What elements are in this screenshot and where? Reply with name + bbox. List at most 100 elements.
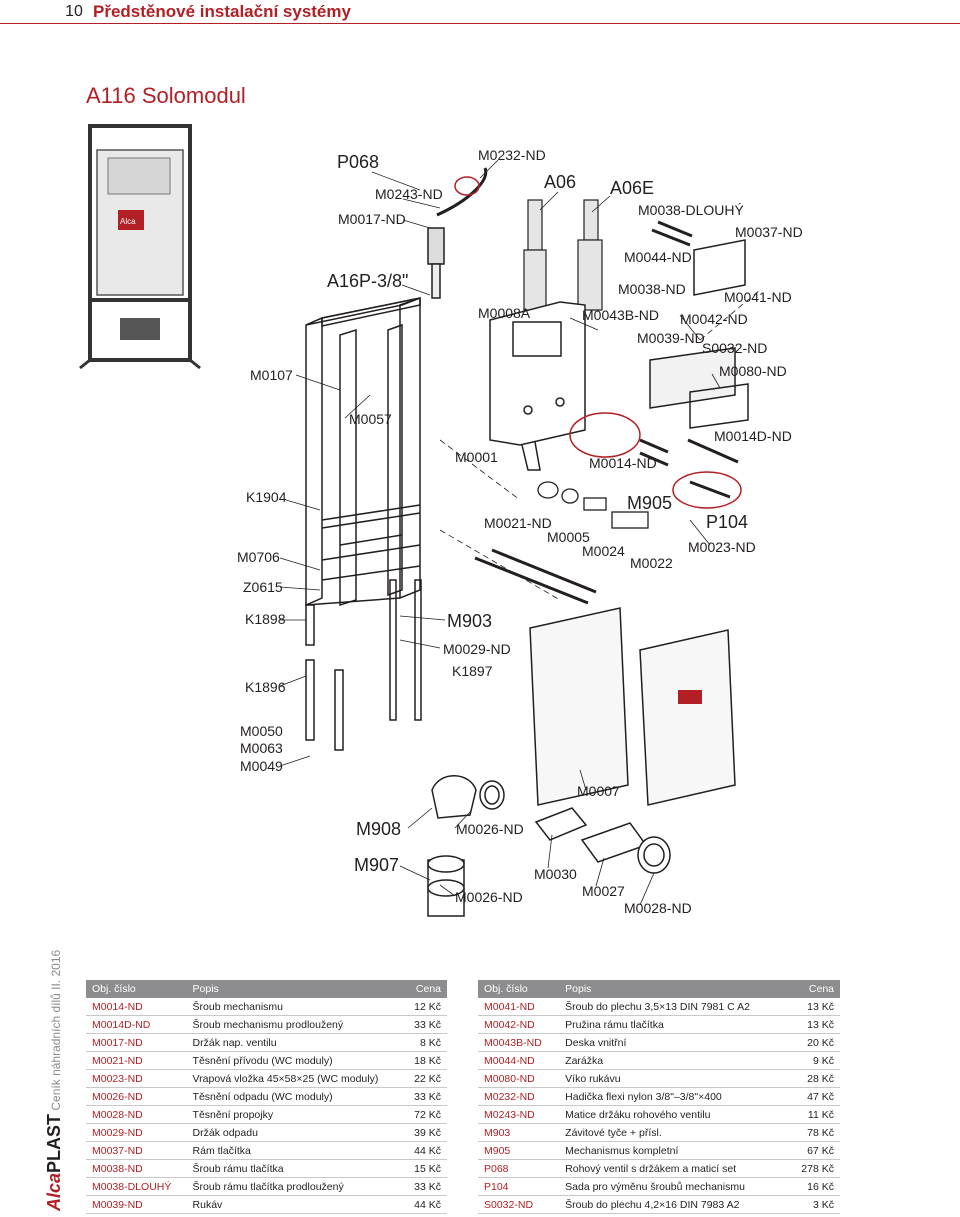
cell-price: 8 Kč [404, 1033, 447, 1052]
label-k1898: K1898 [245, 611, 286, 627]
cell-desc: Těsnění odpadu (WC moduly) [186, 1087, 405, 1106]
catalog-text: Ceník náhradních dílů II. 2016 [49, 949, 63, 1111]
label-m0029: M0029-ND [443, 641, 511, 657]
label-m903: M903 [447, 611, 492, 631]
cell-price: 18 Kč [404, 1051, 447, 1070]
label-m0030: M0030 [534, 866, 577, 882]
cell-code: M0041-ND [478, 998, 560, 1016]
cell-price: 47 Kč [788, 1087, 840, 1106]
mechanism-drawing [474, 481, 649, 605]
label-m0041: M0041-ND [724, 289, 792, 305]
cell-code: S0032-ND [478, 1195, 560, 1214]
col-header-price: Cena [788, 980, 840, 998]
col-header-desc: Popis [559, 980, 788, 998]
label-m0049: M0049 [240, 758, 283, 774]
cell-code: M0023-ND [86, 1069, 187, 1088]
col-header-price: Cena [404, 980, 447, 998]
label-m0005: M0005 [547, 529, 590, 545]
cell-desc: Šroub rámu tlačítka [186, 1159, 405, 1178]
label-a06e: A06E [610, 178, 654, 198]
label-m0027: M0027 [582, 883, 625, 899]
cell-price: 72 Kč [404, 1105, 447, 1124]
col-header-code: Obj. číslo [86, 980, 187, 998]
cell-price: 39 Kč [404, 1123, 447, 1142]
cell-code: M0017-ND [86, 1033, 187, 1052]
cell-desc: Víko rukávu [559, 1069, 788, 1088]
label-m0014: M0014-ND [589, 455, 657, 471]
exploded-diagram: Alca [79, 124, 803, 917]
side-caption: AlcaPLAST Ceník náhradních dílů II. 2016 [44, 950, 65, 1211]
label-m0232: M0232-ND [478, 147, 546, 163]
cell-desc: Matice držáku rohového ventilu [559, 1105, 788, 1124]
cell-price: 22 Kč [404, 1069, 447, 1088]
cell-code: M0029-ND [86, 1123, 187, 1142]
valve-hose-drawing [427, 167, 488, 299]
label-m0706: M0706 [237, 549, 280, 565]
product-thumbnail: Alca [79, 124, 201, 370]
cell-desc: Držák nap. ventilu [186, 1033, 405, 1052]
cell-code: M0028-ND [86, 1105, 187, 1124]
cell-code: M0026-ND [86, 1087, 187, 1106]
label-m0107: M0107 [250, 367, 293, 383]
label-m0026-b: M0026-ND [455, 889, 523, 905]
assembly-lines [439, 289, 761, 601]
cell-code: M0039-ND [86, 1195, 187, 1214]
covers-drawing [529, 607, 736, 806]
cell-code: M903 [478, 1123, 560, 1142]
cell-desc: Šroub mechanismu prodloužený [186, 1015, 405, 1034]
cell-desc: Mechanismus kompletní [559, 1141, 788, 1160]
cell-code: M0043B-ND [478, 1033, 560, 1052]
label-m0037: M0037-ND [735, 224, 803, 240]
label-m0021: M0021-ND [484, 515, 552, 531]
label-m0243: M0243-ND [375, 186, 443, 202]
label-m0039: M0039-ND [637, 330, 705, 346]
label-m905: M905 [627, 493, 672, 513]
col-header-code: Obj. číslo [478, 980, 560, 998]
label-z0615: Z0615 [243, 579, 283, 595]
label-a06: A06 [544, 172, 576, 192]
label-a16p: A16P-3/8" [327, 271, 408, 291]
label-m0008a: M0008A [478, 305, 531, 321]
cell-code: M0243-ND [478, 1105, 560, 1124]
cell-code: M0042-ND [478, 1015, 560, 1034]
cell-desc: Deska vnitřní [559, 1033, 788, 1052]
label-p104: P104 [706, 512, 748, 532]
cell-code: M0014D-ND [86, 1015, 187, 1034]
cell-price: 16 Kč [788, 1177, 840, 1196]
cell-desc: Zarážka [559, 1051, 788, 1070]
cell-price: 33 Kč [404, 1015, 447, 1034]
label-m0017: M0017-ND [338, 211, 406, 227]
cell-desc: Rukáv [186, 1195, 405, 1214]
label-m0042: M0042-ND [680, 311, 748, 327]
valves-drawing [523, 199, 603, 311]
label-p068: P068 [337, 152, 379, 172]
cell-desc: Těsnění přívodu (WC moduly) [186, 1051, 405, 1070]
header-rule [0, 23, 960, 24]
cell-desc: Hadička flexi nylon 3/8"–3/8"×400 [559, 1087, 788, 1106]
col-header-desc: Popis [186, 980, 405, 998]
cell-price: 33 Kč [404, 1177, 447, 1196]
cell-price: 13 Kč [788, 998, 840, 1016]
cell-desc: Rám tlačítka [186, 1141, 405, 1160]
cell-code: M0044-ND [478, 1051, 560, 1070]
cell-code: M905 [478, 1141, 560, 1160]
label-m908: M908 [356, 819, 401, 839]
cell-price: 9 Kč [788, 1051, 840, 1070]
